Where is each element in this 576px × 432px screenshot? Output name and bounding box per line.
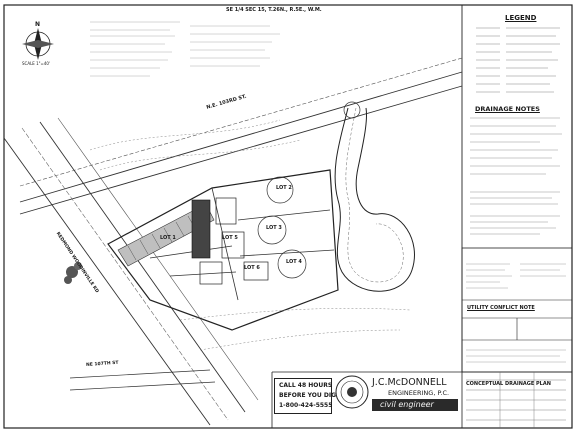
lot-label: LOT 5 — [222, 235, 238, 241]
lot-label: LOT 3 — [266, 225, 282, 231]
drainage-notes-title: DRAINAGE NOTES — [475, 105, 540, 113]
call-line-2: BEFORE YOU DIG — [279, 392, 337, 399]
lot-label: LOT 2 — [276, 185, 292, 191]
legend-title: LEGEND — [505, 14, 537, 22]
firm-banner: civil engineer — [372, 399, 458, 411]
firm-subname: ENGINEERING, P.C. — [388, 389, 450, 397]
call-before-you-dig-box: CALL 48 HOURS BEFORE YOU DIG 1-800-424-5… — [274, 378, 336, 414]
section-header: SE 1/4 SEC 15, T.26N., R.5E., W.M. — [226, 7, 322, 13]
lot-label: LOT 4 — [286, 259, 302, 265]
utility-conflict-title: UTILITY CONFLICT NOTE — [467, 305, 535, 311]
engineer-seal-icon — [335, 375, 369, 409]
call-line-3: 1-800-424-5555 — [279, 402, 333, 409]
firm-tagline: civil engineer — [380, 400, 434, 409]
scale-caption: SCALE 1"=40' — [22, 61, 51, 66]
firm-name: J.C.McDONNELL — [372, 377, 447, 388]
call-line-1: CALL 48 HOURS — [279, 382, 333, 389]
lot-label: LOT 6 — [244, 265, 260, 271]
north-arrow-icon — [22, 28, 54, 60]
lot-label: LOT 1 — [160, 235, 176, 241]
plan-title: CONCEPTUAL DRAINAGE PLAN — [466, 381, 551, 387]
north-letter: N — [35, 21, 41, 28]
